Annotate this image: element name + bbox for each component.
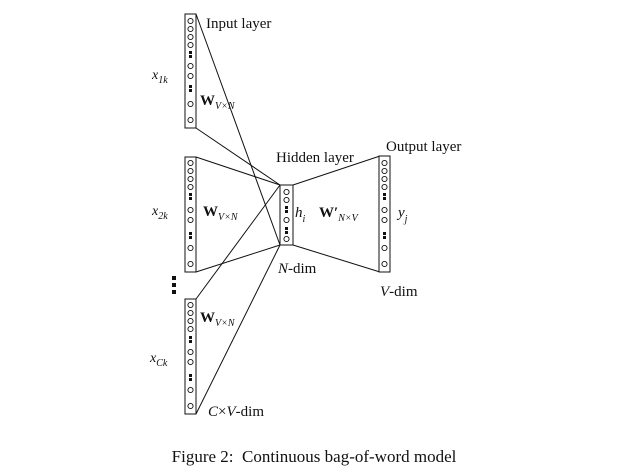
vertical-ellipsis-icon (172, 276, 176, 294)
x2k-var: x (151, 204, 159, 219)
x1k-subscript: 1k (158, 75, 168, 86)
w1-subscript: V×N (215, 101, 236, 112)
y-subscript: j (403, 214, 408, 225)
w1-symbol: W (200, 93, 215, 109)
cv-dim-times: × (218, 404, 226, 420)
cv-dim-var2: V (226, 404, 237, 420)
cv-dim-rest: -dim (236, 404, 265, 420)
w2-subscript: V×N (218, 212, 239, 223)
edge-input2-top-hidden-top (195, 156, 281, 186)
weight-matrix-c-label: WV×N (200, 310, 236, 329)
edge-input3-bottom-hidden-bottom (195, 244, 281, 415)
xck-subscript: Ck (156, 358, 168, 369)
x1k-label: x1k (151, 68, 168, 86)
edge-hidden-bottom-output-bottom (292, 244, 381, 273)
h-subscript: i (303, 214, 306, 225)
w-prime-symbol: W′ (319, 205, 338, 221)
n-dim-rest: -dim (288, 261, 317, 277)
figure-caption: Figure 2: Continuous bag-of-word model (172, 447, 457, 466)
hidden-h-label: hi (295, 205, 306, 225)
xck-label: xCk (149, 351, 168, 369)
hidden-vector (279, 184, 294, 246)
output-vector (378, 155, 391, 273)
output-y-label: yj (396, 205, 408, 225)
weight-matrix-1-label: WV×N (200, 93, 236, 112)
y-var: y (396, 205, 405, 221)
cv-dim-label: C×V-dim (208, 404, 264, 420)
x2k-subscript: 2k (158, 211, 168, 222)
edge-input1-bottom-hidden-top (195, 127, 281, 186)
input-vector-1 (184, 13, 197, 129)
v-dim-var: V (380, 284, 391, 300)
v-dim-label: V-dim (380, 284, 418, 300)
edge-input2-bottom-hidden-bottom (195, 244, 281, 273)
cv-dim-var1: C (208, 404, 219, 420)
n-dim-var: N (277, 261, 289, 277)
wc-symbol: W (200, 310, 215, 326)
v-dim-rest: -dim (389, 284, 418, 300)
wc-subscript: V×N (215, 318, 236, 329)
xck-var: x (149, 351, 157, 366)
input-vector-2 (184, 156, 197, 273)
connection-lines (195, 13, 381, 415)
edge-hidden-top-output-top (292, 155, 381, 186)
w-prime-subscript: N×V (337, 213, 359, 224)
x1k-var: x (151, 68, 159, 83)
edge-input1-top-hidden-bottom (195, 13, 281, 246)
n-dim-label: N-dim (277, 261, 317, 277)
hidden-layer-label: Hidden layer (276, 150, 354, 166)
output-layer-label: Output layer (386, 139, 461, 155)
weight-matrix-2-label: WV×N (203, 204, 239, 223)
w2-symbol: W (203, 204, 218, 220)
edge-input3-top-hidden-top (195, 184, 281, 300)
h-var: h (295, 205, 303, 221)
x2k-label: x2k (151, 204, 168, 222)
output-weight-matrix-label: W′N×V (319, 205, 360, 224)
input-vector-c (184, 298, 197, 415)
input-layer-label: Input layer (206, 16, 271, 32)
